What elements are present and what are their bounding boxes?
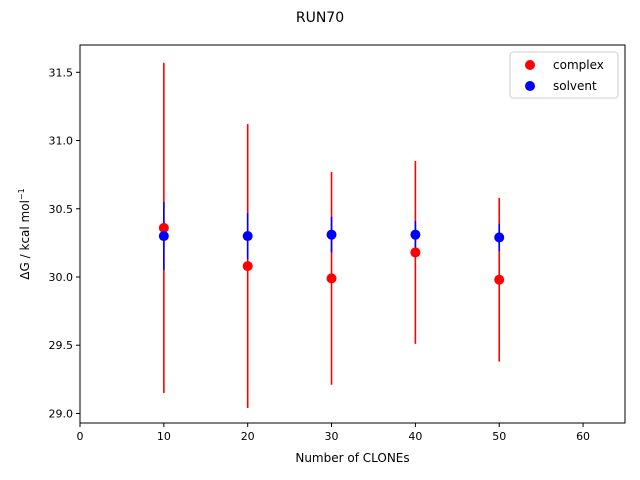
legend-marker-solvent: [525, 81, 535, 91]
x-tick-label: 20: [241, 430, 255, 443]
x-axis-ticks: 0 10 20 30 40 50 60: [77, 423, 590, 443]
legend: complex solvent: [509, 51, 619, 99]
data-point-solvent: [410, 229, 421, 240]
y-tick-label: 31.5: [49, 66, 74, 79]
data-point-solvent: [494, 232, 505, 243]
data-point-complex: [242, 261, 253, 272]
data-point-complex: [158, 222, 169, 233]
points-complex: [158, 222, 505, 285]
axes-frame: [79, 44, 626, 424]
y-tick-label: 30.0: [49, 271, 74, 284]
data-point-complex: [410, 247, 421, 258]
data-point-complex: [326, 273, 337, 284]
y-tick-label: 31.0: [49, 135, 74, 148]
x-tick-label: 40: [408, 430, 422, 443]
y-axis-label-exponent: −1: [17, 188, 26, 200]
y-tick-label: 29.5: [49, 339, 74, 352]
y-tick-label: 29.0: [49, 407, 74, 420]
legend-label-solvent: solvent: [553, 79, 597, 93]
x-tick-label: 60: [576, 430, 590, 443]
plot-area: [158, 62, 505, 408]
x-tick-label: 0: [77, 430, 84, 443]
chart-title: RUN70: [296, 10, 344, 26]
y-axis-label-text: ΔG / kcal mol: [18, 200, 32, 280]
x-tick-label: 30: [325, 430, 339, 443]
legend-box: [509, 51, 619, 99]
x-tick-label: 10: [157, 430, 171, 443]
points-solvent: [158, 229, 505, 243]
data-point-solvent: [326, 229, 337, 240]
legend-label-complex: complex: [553, 58, 604, 72]
data-point-complex: [494, 274, 505, 285]
x-tick-label: 50: [492, 430, 506, 443]
y-axis-ticks: 29.0 29.5 30.0 30.5 31.0 31.5: [49, 66, 80, 420]
legend-marker-complex: [525, 60, 535, 70]
data-point-solvent: [242, 231, 253, 242]
y-tick-label: 30.5: [49, 203, 74, 216]
y-axis-label: ΔG / kcal mol−1: [17, 188, 32, 279]
x-axis-label: Number of CLONEs: [295, 451, 409, 465]
data-point-solvent: [158, 231, 169, 242]
